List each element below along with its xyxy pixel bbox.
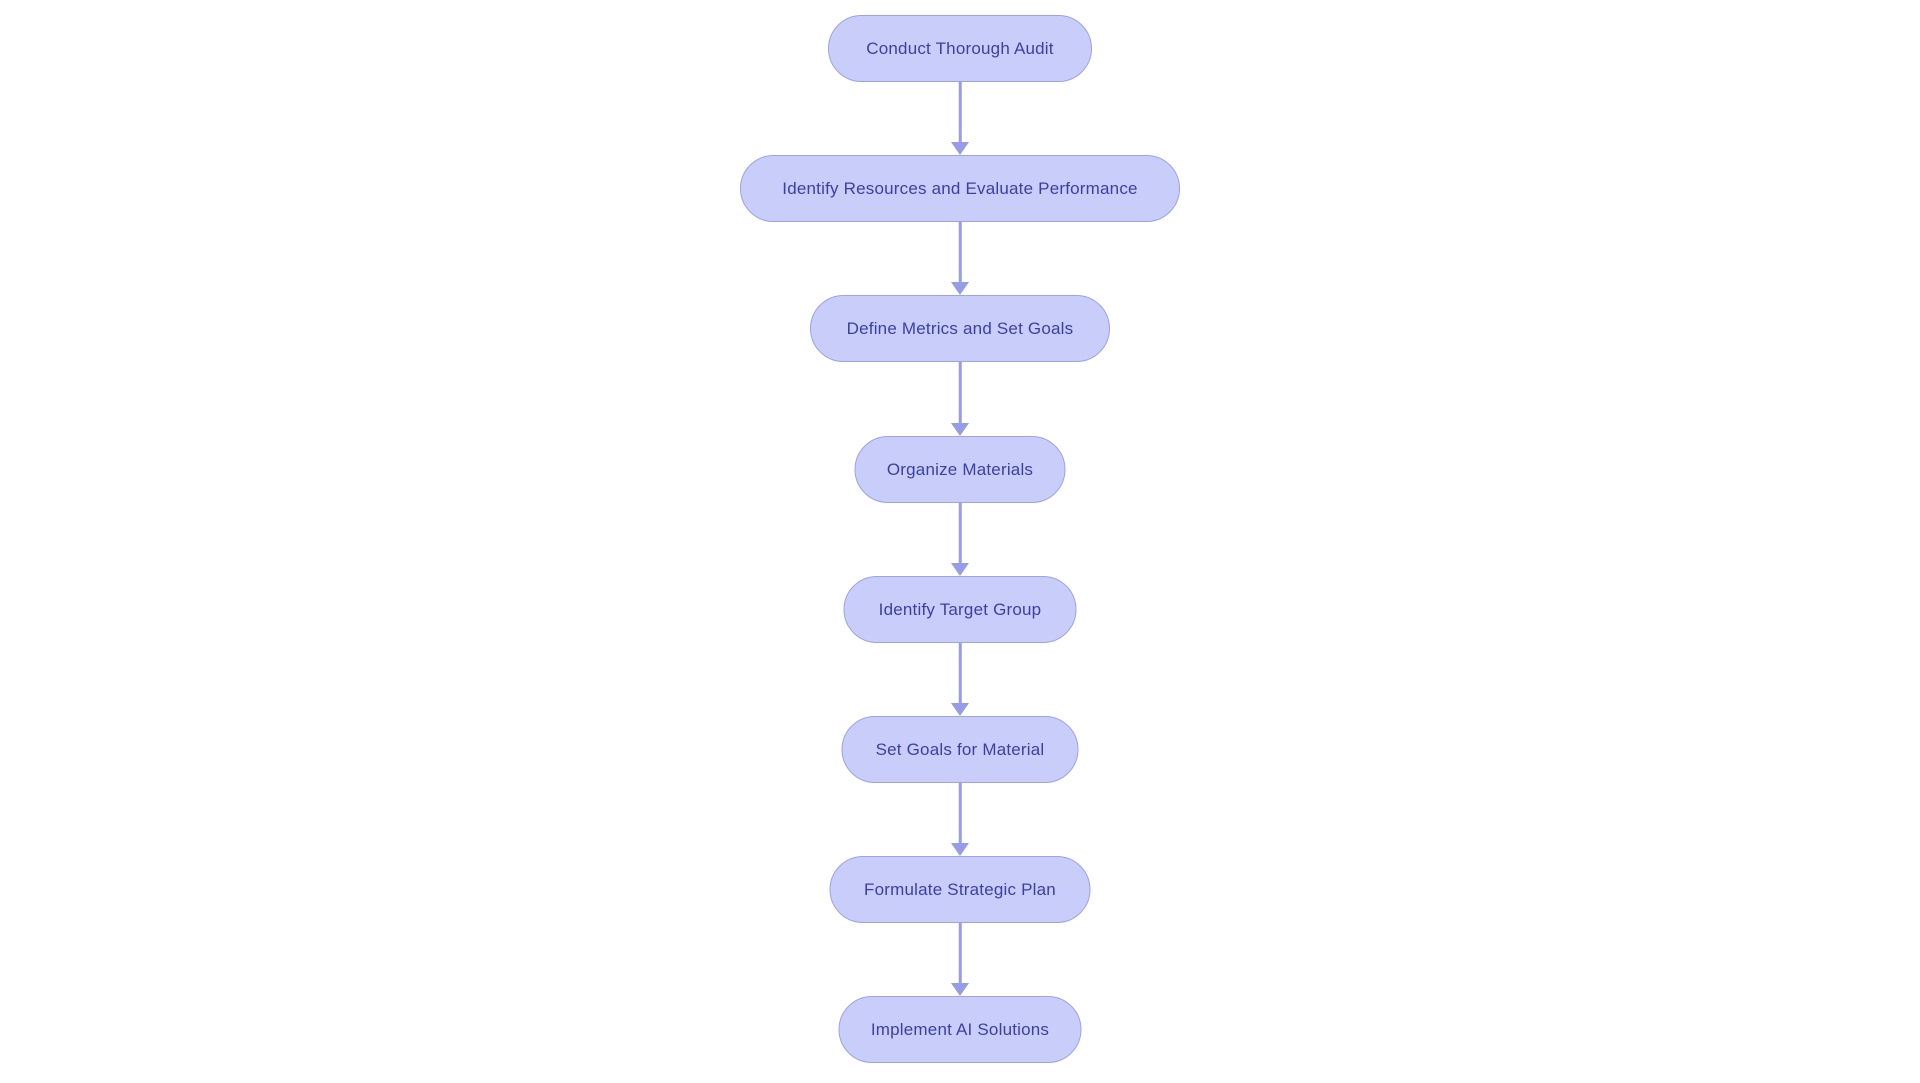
arrow-line <box>958 783 962 845</box>
flow-node-label: Set Goals for Material <box>875 739 1045 759</box>
flow-node-label: Conduct Thorough Audit <box>866 38 1054 58</box>
arrow-line <box>958 222 962 284</box>
arrowhead-down-icon <box>951 423 969 436</box>
arrow-line <box>958 643 962 705</box>
flow-node-label: Identify Resources and Evaluate Performa… <box>782 178 1138 198</box>
arrow-line <box>958 923 962 985</box>
arrowhead-down-icon <box>951 843 969 856</box>
flow-node-label: Formulate Strategic Plan <box>864 879 1056 899</box>
flow-arrow-3-4 <box>951 362 969 436</box>
flow-node-label: Define Metrics and Set Goals <box>846 318 1074 338</box>
flow-node-conduct-thorough-audit: Conduct Thorough Audit <box>828 15 1092 82</box>
arrowhead-down-icon <box>951 563 969 576</box>
flow-node-identify-resources-and-evaluate-performance: Identify Resources and Evaluate Performa… <box>740 155 1180 222</box>
arrow-line <box>958 503 962 565</box>
flow-arrow-1-2 <box>951 82 969 155</box>
flow-arrow-7-8 <box>951 923 969 996</box>
arrow-line <box>958 362 962 425</box>
arrowhead-down-icon <box>951 282 969 295</box>
arrow-line <box>958 82 962 144</box>
flow-node-label: Identify Target Group <box>878 599 1042 619</box>
arrowhead-down-icon <box>951 142 969 155</box>
flow-node-formulate-strategic-plan: Formulate Strategic Plan <box>829 856 1091 923</box>
flow-node-set-goals-for-material: Set Goals for Material <box>841 716 1079 783</box>
flow-node-define-metrics-and-set-goals: Define Metrics and Set Goals <box>810 295 1110 362</box>
flow-arrow-5-6 <box>951 643 969 716</box>
flow-arrow-6-7 <box>951 783 969 856</box>
flow-node-organize-materials: Organize Materials <box>854 436 1066 503</box>
flow-node-identify-target-group: Identify Target Group <box>843 576 1077 643</box>
flow-node-label: Implement AI Solutions <box>870 1019 1050 1039</box>
flow-arrow-4-5 <box>951 503 969 576</box>
arrowhead-down-icon <box>951 703 969 716</box>
arrowhead-down-icon <box>951 983 969 996</box>
flow-node-label: Organize Materials <box>886 459 1034 479</box>
flow-node-implement-ai-solutions: Implement AI Solutions <box>838 996 1082 1063</box>
flow-arrow-2-3 <box>951 222 969 295</box>
